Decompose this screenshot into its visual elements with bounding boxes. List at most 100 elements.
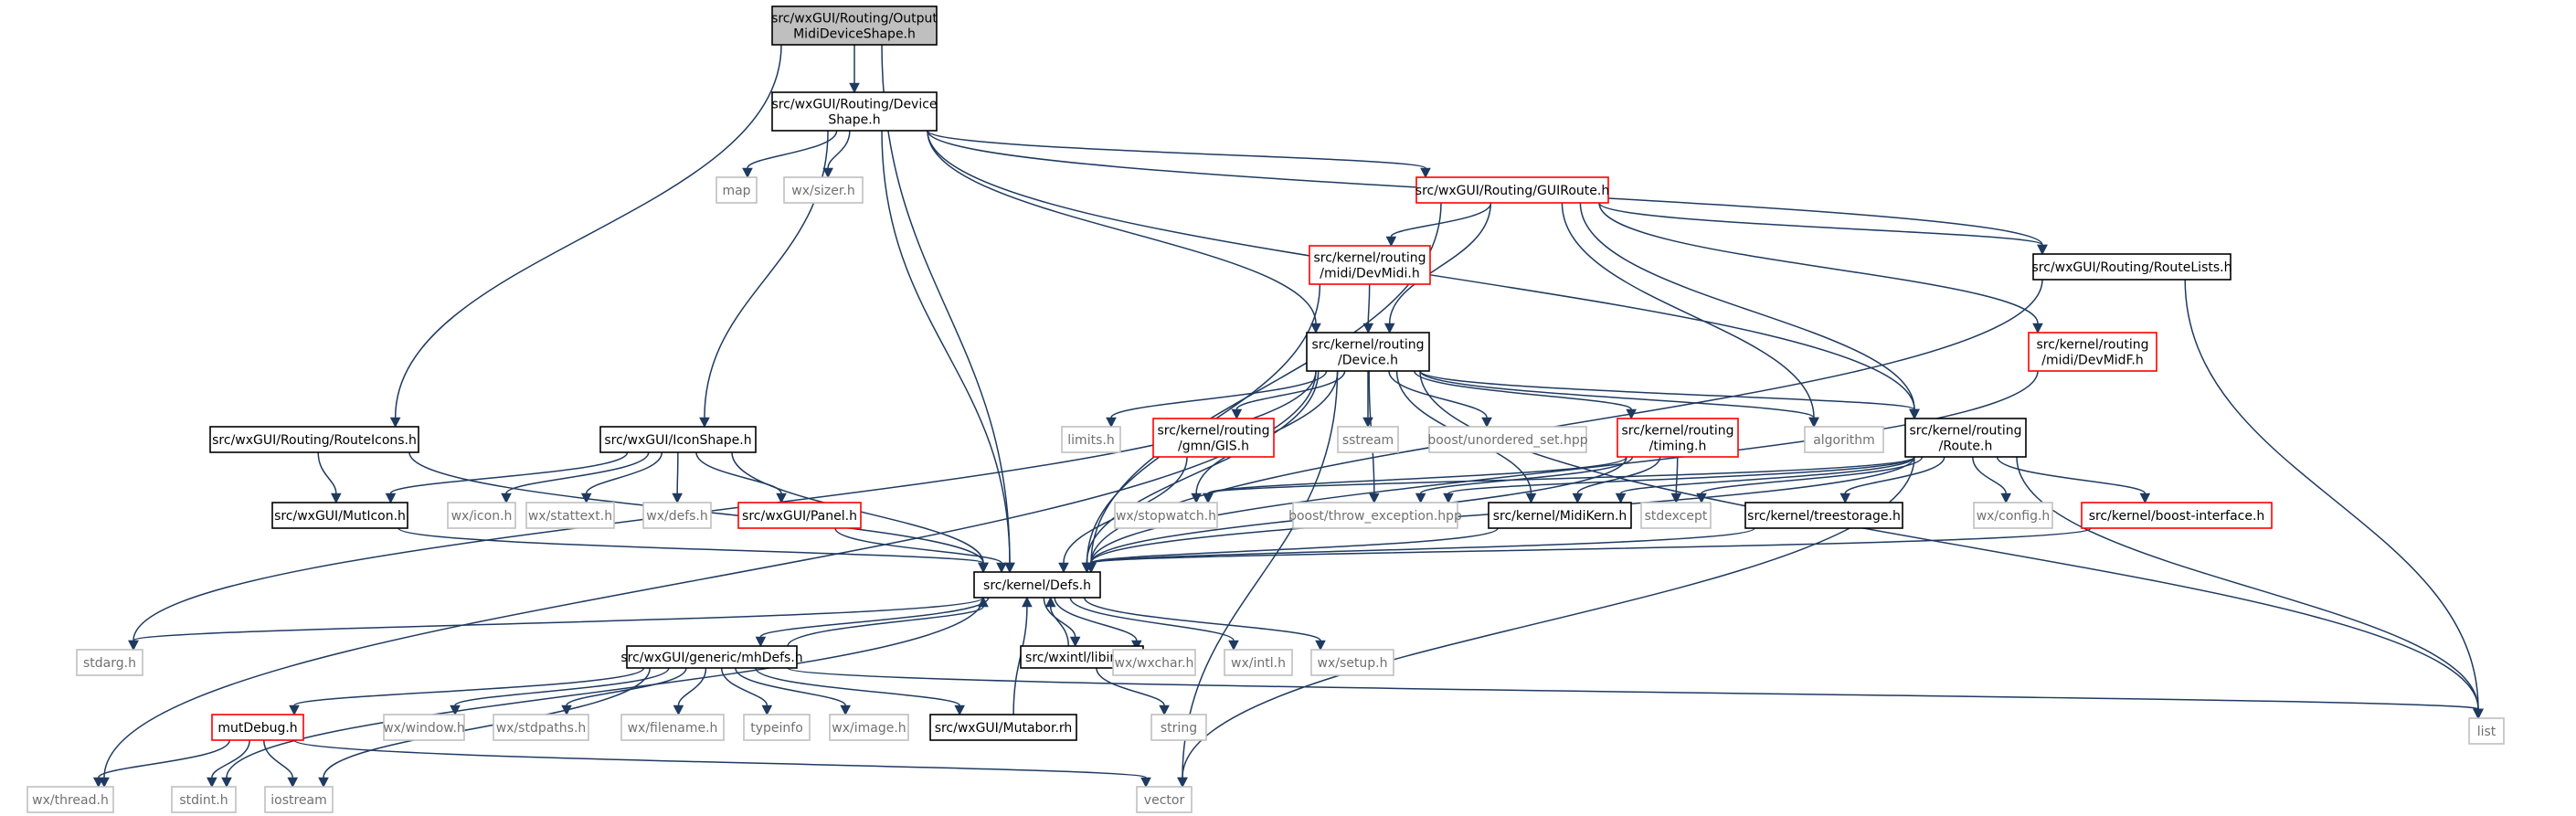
node-wxsizer: wx/sizer.h	[783, 176, 864, 204]
node-box	[1112, 649, 1196, 676]
arrowhead-icon	[2000, 493, 2012, 504]
node-label: src/wxintl/libintl.h	[1025, 651, 1139, 665]
node-boostif[interactable]: src/kernel/boost-interface.h	[2081, 502, 2273, 529]
arrowhead-icon	[1022, 596, 1033, 608]
node-box	[771, 91, 938, 132]
edge-device-to-vector	[1182, 370, 1339, 779]
node-label: boost/throw_exception.hpp	[1288, 509, 1462, 524]
edge-route-to-stdexcept	[1701, 456, 1924, 494]
node-wxthread: wx/thread.h	[27, 786, 114, 813]
node-label: typeinfo	[750, 721, 803, 736]
node-mutabor[interactable]: src/wxGUI/Mutabor.rh	[929, 714, 1077, 741]
node-label: wx/stopwatch.h	[1116, 509, 1216, 524]
node-box	[620, 714, 725, 741]
node-muticon[interactable]: src/wxGUI/MutIcon.h	[271, 502, 408, 529]
node-midikern[interactable]: src/kernel/MidiKern.h	[1488, 502, 1632, 529]
node-label: /midi/DevMidi.h	[1320, 267, 1419, 281]
arrowhead-icon	[287, 777, 299, 789]
arrowhead-icon	[1315, 640, 1326, 652]
node-wxconfig: wx/config.h	[1973, 502, 2053, 529]
node-label: sstream	[1342, 433, 1394, 448]
node-label: src/kernel/treestorage.h	[1747, 509, 1901, 524]
node-unordered: boost/unordered_set.hpp	[1427, 426, 1588, 453]
arrowhead-icon	[501, 493, 512, 504]
node-panel[interactable]: src/wxGUI/Panel.h	[737, 502, 862, 529]
node-guiroute[interactable]: src/wxGUI/Routing/GUIRoute.h	[1415, 176, 1609, 204]
edge-guiroute-to-devmidf	[1598, 202, 2039, 324]
node-box	[2081, 502, 2273, 529]
node-wxsetup: wx/setup.h	[1310, 649, 1394, 676]
node-label: src/kernel/routing	[1909, 424, 2021, 439]
node-label: /midi/DevMidF.h	[2041, 354, 2143, 368]
node-gis[interactable]: src/kernel/routing/gmn/GIS.h	[1152, 418, 1275, 458]
node-box	[771, 5, 938, 46]
node-box	[929, 714, 1077, 741]
arrowhead-icon	[849, 82, 860, 94]
arrowhead-icon	[450, 705, 461, 716]
node-stdarg: stdarg.h	[76, 649, 143, 676]
node-device[interactable]: src/kernel/routing/Device.h	[1306, 332, 1430, 372]
arrowhead-icon	[1044, 596, 1056, 608]
node-routeicons[interactable]: src/wxGUI/Routing/RouteIcons.h	[209, 426, 419, 453]
node-devmidf[interactable]: src/kernel/routing/midi/DevMidF.h	[2028, 332, 2157, 372]
arrowhead-icon	[580, 493, 592, 504]
node-timing[interactable]: src/kernel/routing/timing.h	[1617, 418, 1739, 458]
arrowhead-icon	[1203, 493, 1214, 504]
edge-devshape-to-iconshape	[704, 130, 829, 419]
node-box	[2032, 253, 2231, 281]
node-wxchar: wx/wxchar.h	[1112, 649, 1196, 676]
node-mutdebug[interactable]: mutDebug.h	[211, 714, 304, 741]
node-defs[interactable]: src/kernel/Defs.h	[973, 571, 1101, 599]
edge-defs-to-wxintl	[1069, 597, 1235, 641]
nodes-layer: src/wxGUI/Routing/OutputMidiDeviceShape.…	[27, 5, 2505, 813]
node-wxwindow: wx/window.h	[383, 714, 465, 741]
arrowhead-icon	[1808, 417, 1819, 429]
arrowhead-icon	[1106, 417, 1117, 429]
node-iconshape[interactable]: src/wxGUI/IconShape.h	[599, 426, 757, 453]
node-wxfilename: wx/filename.h	[620, 714, 725, 741]
node-box	[1488, 502, 1632, 529]
node-route[interactable]: src/kernel/routing/Route.h	[1904, 418, 2027, 458]
node-treestorage[interactable]: src/kernel/treestorage.h	[1744, 502, 1903, 529]
arrowhead-icon	[1443, 493, 1454, 504]
arrowhead-icon	[1362, 323, 1374, 334]
node-box	[783, 176, 864, 204]
node-label: src/kernel/routing	[2036, 338, 2148, 353]
edge-routeicons-to-muticon	[317, 451, 337, 494]
node-routelists[interactable]: src/wxGUI/Routing/RouteLists.h	[2032, 253, 2232, 281]
edge-guiroute-to-devmidi	[1390, 202, 1492, 238]
arrowhead-icon	[1004, 562, 1015, 574]
arrowhead-icon	[330, 493, 342, 504]
arrowhead-icon	[1670, 493, 1682, 504]
edge-mutdebug-to-iostream	[263, 739, 293, 779]
node-box	[1617, 418, 1739, 458]
node-wxicon: wx/icon.h	[447, 502, 516, 529]
edge-mhdefs-to-list	[787, 667, 2479, 710]
edge-mhdefs-to-wxfilename	[677, 667, 707, 706]
node-stopwatch: wx/stopwatch.h	[1114, 502, 1218, 529]
arrowhead-icon	[1069, 636, 1081, 648]
arrowhead-icon	[1383, 323, 1395, 334]
edge-device-to-timing	[1414, 370, 1632, 410]
node-box	[2468, 717, 2505, 745]
node-outmidi[interactable]: src/wxGUI/Routing/OutputMidiDeviceShape.…	[771, 5, 938, 46]
node-label: iostream	[270, 793, 327, 808]
node-wxdefs: wx/defs.h	[642, 502, 712, 529]
node-box	[737, 502, 862, 529]
edge-defs-to-stdint	[226, 597, 984, 779]
node-devshape[interactable]: src/wxGUI/Routing/DeviceShape.h	[771, 91, 938, 132]
arrowhead-icon	[776, 493, 787, 504]
node-devmidi[interactable]: src/kernel/routing/midi/DevMidi.h	[1309, 245, 1431, 285]
arrowhead-icon	[672, 493, 683, 504]
node-box	[1306, 332, 1430, 372]
node-algorithm: algorithm	[1804, 426, 1884, 453]
arrowhead-icon	[822, 167, 833, 179]
node-mhdefs[interactable]: src/wxGUI/generic/mhDefs.h	[620, 645, 803, 669]
arrowhead-icon	[1385, 236, 1397, 248]
node-label: src/kernel/boost-interface.h	[2089, 509, 2265, 524]
edge-device-to-defs	[1086, 370, 1320, 564]
edge-guiroute-to-algorithm	[1561, 202, 1815, 419]
arrowhead-icon	[385, 493, 397, 504]
arrowhead-icon	[978, 562, 989, 574]
